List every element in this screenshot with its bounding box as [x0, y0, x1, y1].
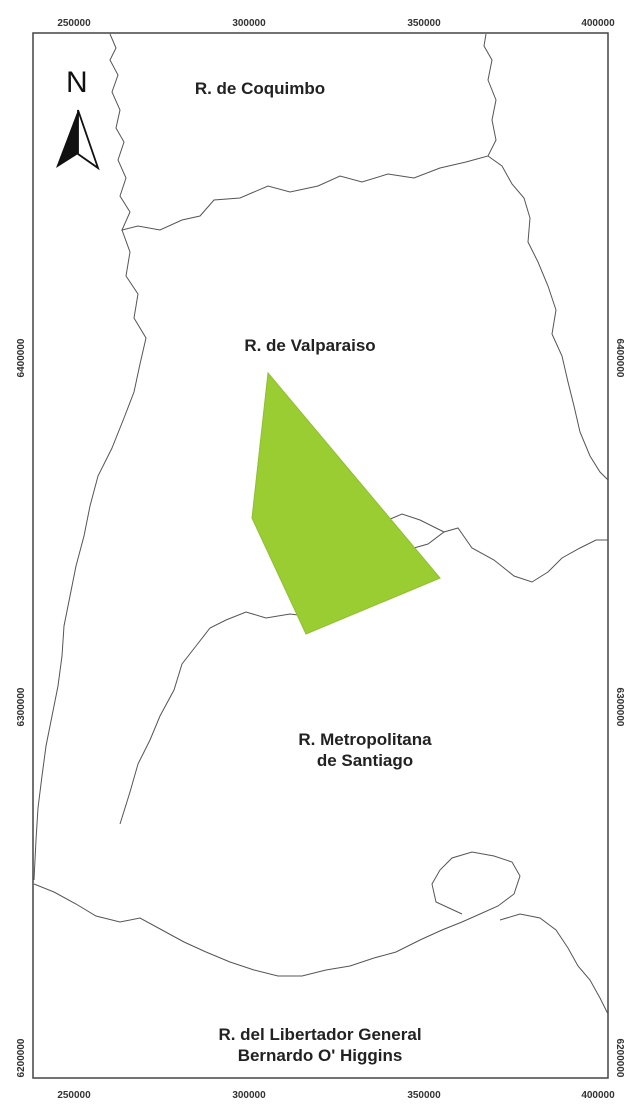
boundary-ohiggins-east [499, 913, 609, 1015]
boundary-metropolitana-ohiggins [33, 851, 521, 977]
region-ohiggins-line1: R. del Libertador General [218, 1025, 422, 1044]
region-label-coquimbo: R. de Coquimbo [170, 78, 350, 99]
region-label-metropolitana: R. Metropolitana de Santiago [270, 729, 460, 771]
northing-ticks-right: 6400000 6300000 6200000 [614, 339, 625, 1078]
tick-label-bottom-250000: 250000 [57, 1090, 91, 1101]
north-label: N [66, 66, 88, 99]
tick-label-right-6300000: 6300000 [614, 688, 625, 727]
tick-label-top-300000: 300000 [232, 18, 266, 29]
tick-label-bottom-300000: 300000 [232, 1090, 266, 1101]
region-label-ohiggins: R. del Libertador General Bernardo O' Hi… [170, 1024, 470, 1066]
tick-label-right-6400000: 6400000 [614, 339, 625, 378]
region-metropolitana-line1: R. Metropolitana [298, 730, 432, 749]
tick-label-top-250000: 250000 [57, 18, 91, 29]
tick-label-top-400000: 400000 [581, 18, 615, 29]
tick-label-left-6200000: 6200000 [16, 1038, 27, 1077]
region-coquimbo-text: R. de Coquimbo [194, 79, 326, 98]
tick-label-bottom-400000: 400000 [581, 1090, 615, 1101]
easting-ticks-bottom: 250000 300000 350000 400000 [57, 1090, 615, 1101]
northing-ticks-left: 6400000 6300000 6200000 [16, 338, 27, 1077]
study-area-polygon[interactable] [251, 371, 441, 635]
north-arrow-icon [56, 109, 100, 171]
region-valparaiso-text: R. de Valparaiso [244, 336, 376, 355]
tick-label-bottom-350000: 350000 [407, 1090, 441, 1101]
boundary-valparaiso-east [487, 155, 609, 481]
boundary-coquimbo-valparaiso [109, 33, 497, 231]
boundary-valparaiso-west [33, 229, 147, 881]
tick-label-right-6200000: 6200000 [614, 1039, 625, 1078]
easting-ticks-top: 250000 300000 350000 400000 [57, 18, 615, 29]
tick-label-top-350000: 350000 [407, 18, 441, 29]
tick-label-left-6300000: 6300000 [16, 687, 27, 726]
tick-label-left-6400000: 6400000 [16, 338, 27, 377]
region-label-valparaiso: R. de Valparaiso [220, 335, 400, 356]
region-ohiggins-line2: Bernardo O' Higgins [237, 1046, 403, 1065]
region-metropolitana-line2: de Santiago [316, 751, 414, 770]
